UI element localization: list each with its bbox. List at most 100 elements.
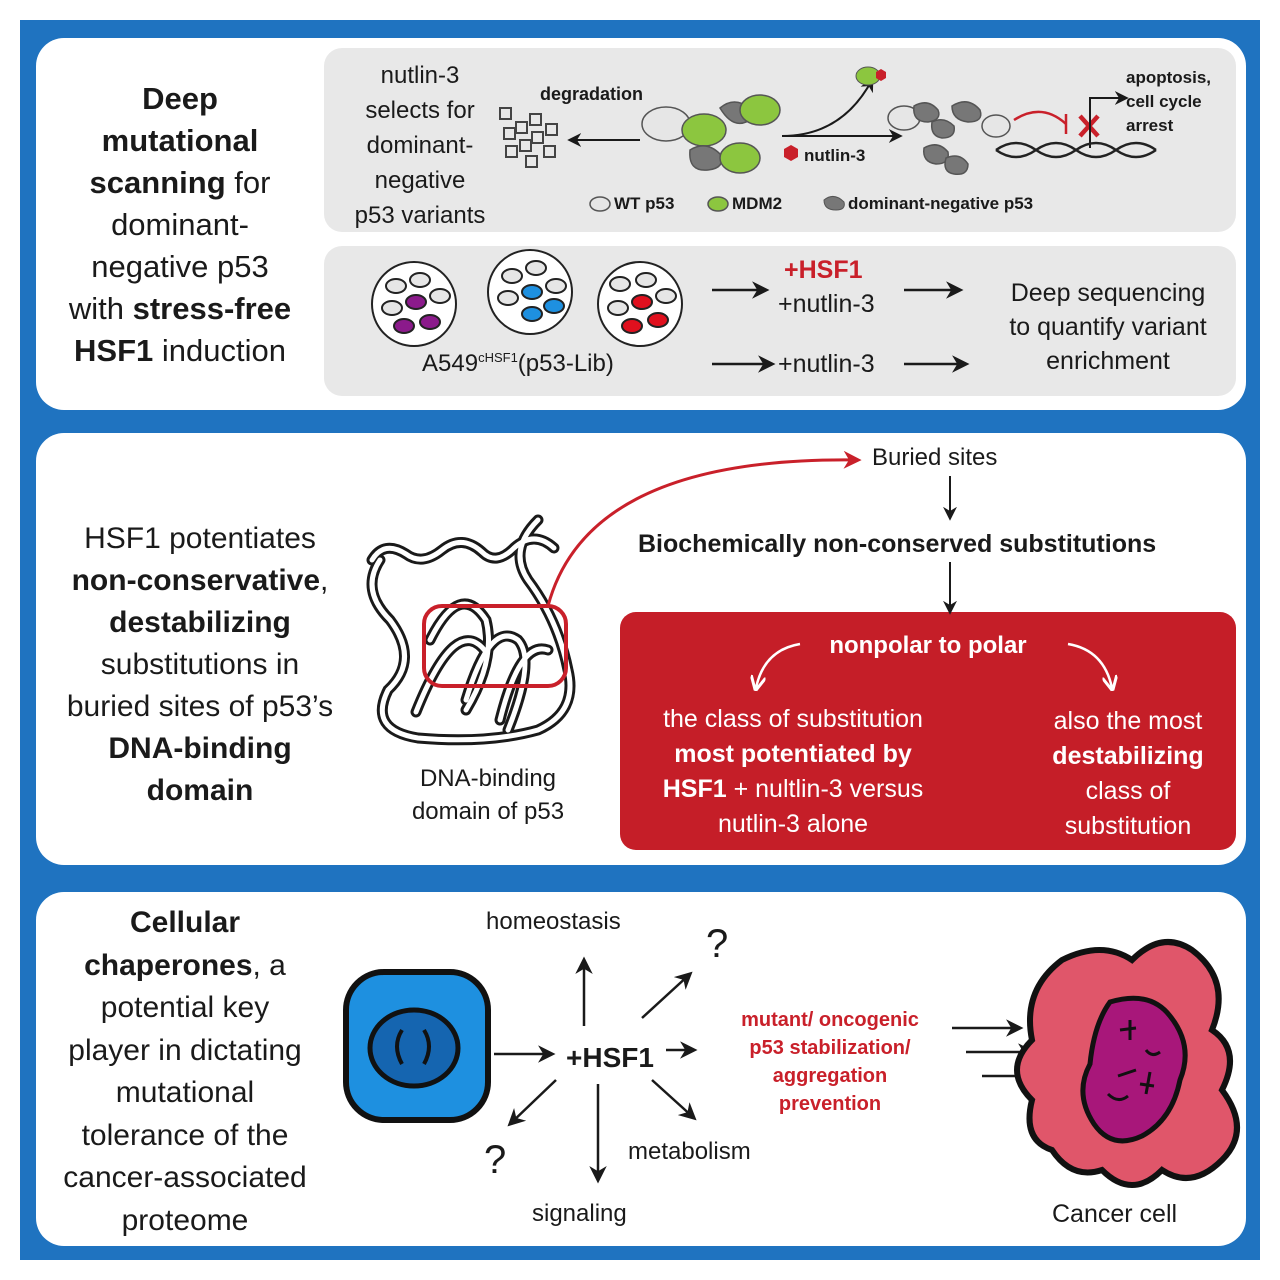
dna-helix-icon bbox=[995, 141, 1157, 159]
text-line: cancer-associated bbox=[63, 1161, 307, 1194]
cell-line-rest: (p53-Lib) bbox=[517, 350, 614, 377]
left-class-text: the class of substitution most potentiat… bbox=[628, 702, 958, 842]
legend-mdm2-icon bbox=[707, 196, 729, 212]
arrow-right-class bbox=[1067, 642, 1112, 688]
nutlin-label: nutlin-3 bbox=[804, 146, 866, 165]
text-bold: domain bbox=[146, 774, 254, 807]
text-line: player in dictating bbox=[68, 1033, 302, 1067]
library-dish-purple bbox=[371, 261, 457, 347]
title-text: for bbox=[225, 165, 271, 200]
legend-dn-icon bbox=[823, 196, 845, 211]
legend-wt-label: WT p53 bbox=[614, 194, 675, 213]
text-line: negative bbox=[374, 167, 466, 194]
text-bold: HSF1 bbox=[662, 775, 727, 803]
text-line: , bbox=[320, 564, 329, 597]
text-line: mutational bbox=[115, 1076, 255, 1109]
text-bold: destabilizing bbox=[1052, 742, 1204, 770]
text-line: nutlin-3 bbox=[380, 62, 460, 89]
deep-seq-text: Deep sequencing to quantify variant enri… bbox=[968, 276, 1248, 378]
arrow-to-question-top bbox=[641, 971, 693, 1019]
buried-site-highlight bbox=[422, 604, 568, 688]
question-mark-bottom: ? bbox=[484, 1138, 507, 1182]
text-line: nutlin-3 alone bbox=[717, 810, 869, 838]
title-text: induction bbox=[153, 333, 286, 368]
cell-line-base: A549 bbox=[422, 350, 479, 377]
text-line: DNA-binding bbox=[419, 765, 557, 792]
nutlin-plus-top: +nutlin-3 bbox=[778, 290, 875, 318]
text-line: prevention bbox=[778, 1093, 882, 1115]
text-line: class of bbox=[1085, 777, 1171, 805]
text-line: selects for bbox=[365, 97, 475, 124]
arrow-to-question-bottom bbox=[507, 1079, 557, 1127]
text-line: also the most bbox=[1053, 707, 1203, 735]
healthy-cell-icon bbox=[343, 969, 491, 1123]
title-line: Deep bbox=[142, 81, 218, 116]
text-line: domain of p53 bbox=[411, 798, 565, 825]
inhibition-arc bbox=[1013, 110, 1067, 125]
dna-binding-domain-drawing-inner bbox=[369, 517, 573, 743]
text-bold: Cellular bbox=[129, 906, 241, 939]
mdm2-p53-complex bbox=[641, 94, 781, 174]
panel2-left-text: HSF1 potentiates non-conservative, desta… bbox=[40, 518, 360, 812]
text-line: arrest bbox=[1126, 116, 1174, 135]
nutlin-release-arrow bbox=[781, 77, 874, 137]
text-line: p53 variants bbox=[354, 202, 486, 229]
text-line: proteome bbox=[121, 1203, 249, 1237]
title-bold: HSF1 bbox=[74, 333, 154, 368]
text-line: dominant- bbox=[366, 132, 474, 159]
degradation-label: degradation bbox=[540, 84, 644, 104]
text-bold: non-conservative bbox=[71, 564, 321, 597]
buried-sites-arrow bbox=[546, 450, 862, 607]
text-line: mutant/ oncogenic bbox=[741, 1009, 919, 1031]
homeostasis-label: homeostasis bbox=[486, 908, 621, 935]
apoptosis-label: apoptosis, cell cycle arrest bbox=[1126, 66, 1211, 138]
text-line: HSF1 potentiates bbox=[84, 522, 316, 555]
text-line: enrichment bbox=[1046, 347, 1170, 375]
text-line: the class of substitution bbox=[663, 705, 923, 733]
text-line: apoptosis, bbox=[1126, 68, 1212, 87]
degradation-fragments bbox=[499, 107, 558, 168]
text-line: substitutions in bbox=[100, 648, 300, 681]
cell-line-sup: cHSF1 bbox=[478, 350, 518, 365]
text-line: tolerance of the bbox=[81, 1118, 289, 1152]
legend-dn-label: dominant-negative p53 bbox=[848, 194, 1034, 213]
title-line: mutational bbox=[101, 123, 259, 158]
cell-line-label: A549cHSF1(p53-Lib) bbox=[422, 350, 614, 378]
text-line: to quantify variant bbox=[1009, 313, 1207, 341]
question-mark-top: ? bbox=[706, 922, 729, 966]
legend-mdm2-label: MDM2 bbox=[732, 194, 783, 213]
nutlin-hexagon-icon bbox=[784, 145, 798, 161]
text-line: substitution bbox=[1064, 812, 1192, 840]
title-line: negative p53 bbox=[91, 249, 269, 284]
arrow-left-class bbox=[756, 642, 801, 688]
nutlin-mechanism-box bbox=[324, 48, 1236, 232]
title-bold: scanning bbox=[89, 165, 226, 200]
text-line: Deep sequencing bbox=[1010, 279, 1206, 307]
right-class-text: also the most destabilizing class of sub… bbox=[1018, 704, 1238, 844]
library-dish-blue bbox=[487, 249, 573, 335]
text-line: cell cycle bbox=[1126, 92, 1202, 111]
screen-design-box bbox=[324, 246, 1236, 396]
buried-sites-label: Buried sites bbox=[872, 444, 998, 471]
biochem-label: Biochemically non-conserved substitution… bbox=[638, 530, 1157, 558]
nutlin-plus-bottom: +nutlin-3 bbox=[778, 350, 875, 378]
text-bold: DNA-binding bbox=[108, 732, 292, 765]
domain-caption: DNA-binding domain of p53 bbox=[378, 762, 598, 828]
text-line: potential key bbox=[100, 991, 270, 1024]
mdm2-nutlin-bound-icon bbox=[855, 66, 886, 86]
cancer-cell-icon bbox=[1014, 939, 1240, 1188]
panel1-title: Deep mutational scanning for dominant- n… bbox=[44, 78, 316, 372]
signaling-label: signaling bbox=[532, 1200, 627, 1227]
panel3-left-text: Cellular chaperones, a potential key pla… bbox=[40, 902, 330, 1242]
text-bold: chaperones bbox=[84, 948, 253, 982]
text-line: buried sites of p53’s bbox=[66, 690, 334, 723]
hsf1-center-label: +HSF1 bbox=[566, 1042, 654, 1073]
transcription-arrow bbox=[1089, 91, 1129, 148]
arrow-to-metabolism bbox=[651, 1079, 697, 1121]
title-bold: stress-free bbox=[132, 291, 292, 326]
text-line: + nultlin-3 versus bbox=[726, 775, 924, 803]
text-line: p53 stabilization/ bbox=[749, 1037, 911, 1059]
hsf1-plus-label: +HSF1 bbox=[784, 256, 863, 284]
text-bold: most potentiated by bbox=[674, 740, 912, 768]
